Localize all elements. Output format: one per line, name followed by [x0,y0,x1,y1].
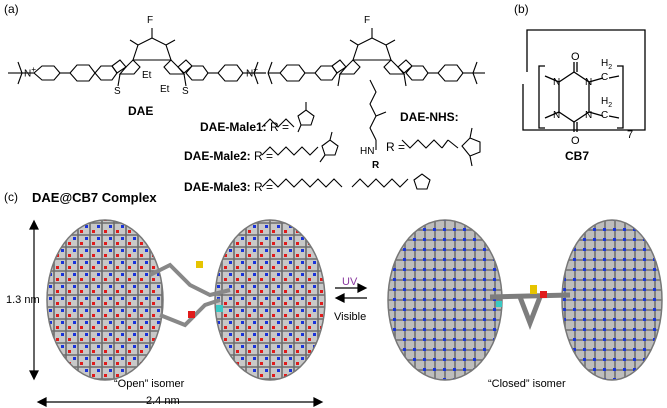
cb7-label: CB7 [565,149,589,163]
panel-label-b: (b) [514,2,529,16]
cb7-structure: O O N N N N C C H2 H2 7 CB7 [522,29,646,163]
fluorine-label-2: F [364,15,371,26]
variant-row-3: DAE-Male3: R = [184,180,273,194]
variant-name-1: DAE-Male1: [200,120,267,134]
uv-label: UV [342,276,358,288]
height-label: 1.3 nm [6,294,40,306]
width-label: 2.4 nm [146,395,180,407]
fluorine-label: F [147,15,154,26]
cb7-h2-top: H2 [601,58,612,71]
cb7-subscript-7: 7 [627,129,633,141]
complex-title: DAE@CB7 Complex [32,190,157,205]
sulfone-left: S [114,86,121,97]
variant-eq-1: R = [270,120,290,134]
variant-row-2: DAE-Male2: R = [184,149,273,163]
closed-isomer-caption: “Closed” isomer [488,378,566,390]
amide-nh-label: HN [360,146,375,157]
complex-render [29,219,663,407]
variant-name-3: DAE-Male3: [184,180,251,194]
n-plus-left: N+ [24,64,37,80]
cb7-n-1: N [553,77,560,88]
variant-row-1: DAE-Male1: R = [200,120,289,134]
ethyl-label-2: Et [160,84,170,95]
visible-label: Visible [334,311,367,323]
r-group-label: R [372,160,380,171]
n-plus-right: N+ [246,64,259,80]
dae-nhs-r-eq: R = [386,140,406,154]
open-isomer-caption: “Open” isomer [114,378,185,390]
dae-label: DAE [128,104,154,118]
chemical-structures [8,28,485,190]
cb7-n-3: N [585,77,592,88]
cb7-c-bottom: C [601,110,608,121]
cb7-oxygen-top: O [571,51,580,63]
cb7-n-2: N [553,110,560,121]
cb7-oxygen-bottom: O [571,135,580,147]
variant-eq-3: R = [254,180,274,194]
sulfone-right: S [182,86,189,97]
cb7-h2-bottom: H2 [601,96,612,109]
variant-eq-2: R = [254,149,274,163]
cb7-n-4: N [585,110,592,121]
dae-nhs-label: DAE-NHS: [400,110,459,124]
panel-label-c: (c) [4,190,18,204]
variant-name-2: DAE-Male2: [184,149,251,163]
cb7-c-top: C [601,72,608,83]
panel-label-a: (a) [4,2,19,16]
ethyl-label-1: Et [142,70,152,81]
